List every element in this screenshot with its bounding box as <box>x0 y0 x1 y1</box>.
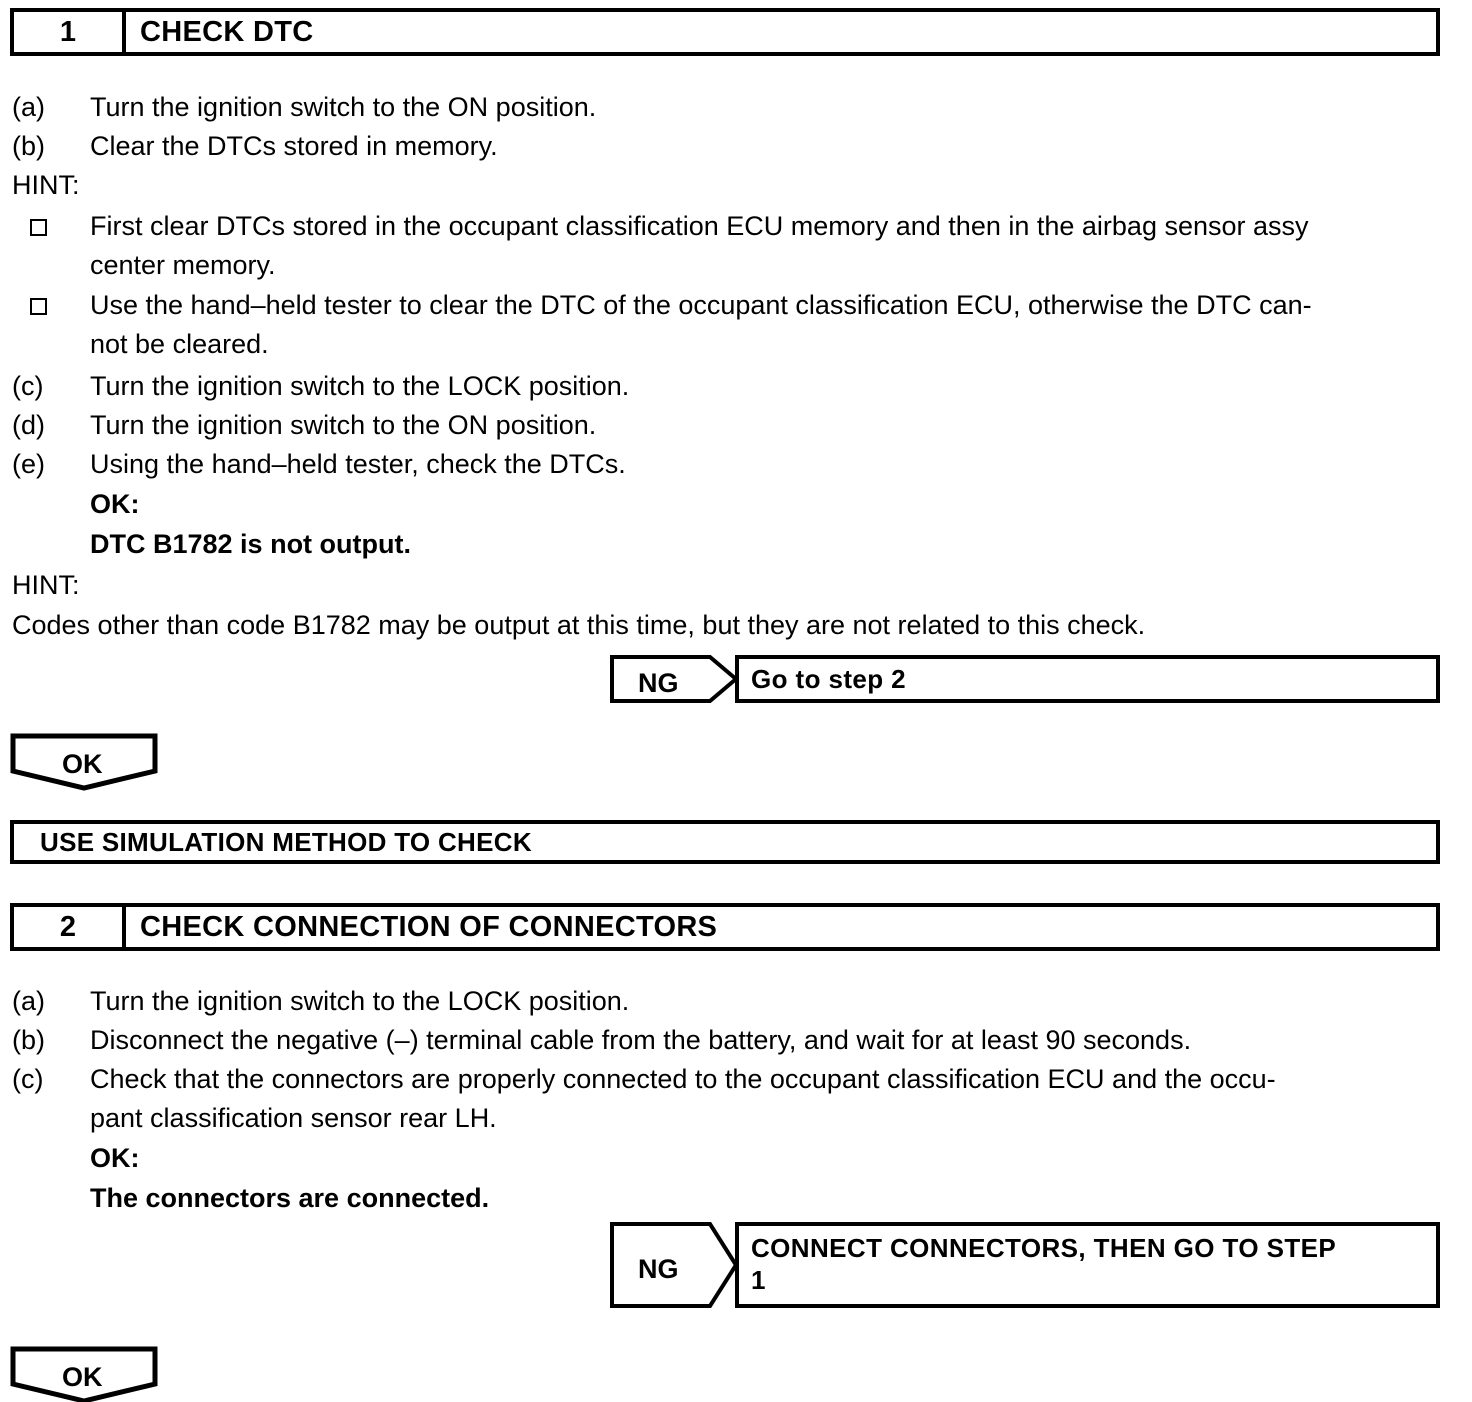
ng-arrow-shape-icon <box>610 1222 738 1308</box>
step-1-item-e-text: Using the hand–held tester, check the DT… <box>90 449 626 479</box>
step-1-item-b-text: Clear the DTCs stored in memory. <box>90 131 498 161</box>
step-1-hint-bullet-2-line-2: not be cleared. <box>90 329 269 359</box>
step-1-header: 1 CHECK DTC <box>10 8 1440 56</box>
step-1-item-c-marker: (c) <box>12 371 44 401</box>
step-1-ng-target-box[interactable]: Go to step 2 <box>735 655 1440 703</box>
step-2-ok-tag: OK <box>10 1346 158 1402</box>
step-1-number: 1 <box>14 12 126 52</box>
step-2-item-c-text: Check that the connectors are properly c… <box>90 1064 1276 1094</box>
step-2-ok-tag-label: OK <box>62 1362 103 1392</box>
ok-banner-shape-icon <box>10 733 158 791</box>
step-2-ok-label: OK: <box>90 1143 140 1173</box>
checkbox-bullet-icon <box>30 298 47 315</box>
step-1-ok-tag-label: OK <box>62 749 103 779</box>
ok-banner-shape-icon <box>10 1346 158 1402</box>
step-1-ng-label: NG <box>638 668 679 698</box>
step-2-item-c-marker: (c) <box>12 1064 44 1094</box>
step-1-title: CHECK DTC <box>140 15 314 48</box>
step-1-item-b-marker: (b) <box>12 131 45 161</box>
step-1-ok-condition: DTC B1782 is not output. <box>90 529 412 559</box>
step-2-ng-target-box[interactable]: CONNECT CONNECTORS, THEN GO TO STEP 1 <box>735 1222 1440 1308</box>
step-2-item-c-text-line-2: pant classification sensor rear LH. <box>90 1103 497 1133</box>
step-1-ng-branch: NG Go to step 2 <box>610 655 1440 703</box>
step-2-header: 2 CHECK CONNECTION OF CONNECTORS <box>10 903 1440 951</box>
step-1-ok-label: OK: <box>90 489 140 519</box>
step-2-number: 2 <box>14 907 126 947</box>
step-2-item-b-text: Disconnect the negative (–) terminal cab… <box>90 1025 1192 1055</box>
step-2-ok-condition: The connectors are connected. <box>90 1183 490 1213</box>
step-1-item-d-text: Turn the ignition switch to the ON posit… <box>90 410 597 440</box>
step-1-item-e-marker: (e) <box>12 449 45 479</box>
step-2-item-a-marker: (a) <box>12 986 45 1016</box>
step-2-item-a-text: Turn the ignition switch to the LOCK pos… <box>90 986 630 1016</box>
step-2-title: CHECK CONNECTION OF CONNECTORS <box>140 910 718 943</box>
step-1-item-d-marker: (d) <box>12 410 45 440</box>
step-1-hint-bullet-1-line-2: center memory. <box>90 250 276 280</box>
step-1-item-a-text: Turn the ignition switch to the ON posit… <box>90 92 597 122</box>
ng-arrow-shape-icon <box>610 655 738 703</box>
step-1-hint-bullet-1-line-1: First clear DTCs stored in the occupant … <box>90 211 1309 241</box>
step-1-item-c-text: Turn the ignition switch to the LOCK pos… <box>90 371 630 401</box>
step-1-hint-bullet-2-line-1: Use the hand–held tester to clear the DT… <box>90 290 1312 320</box>
step-1-item-a-marker: (a) <box>12 92 45 122</box>
checkbox-bullet-icon <box>30 219 47 236</box>
step-1-ok-tag: OK <box>10 733 158 796</box>
step-1-hint-2-label: HINT: <box>12 570 80 600</box>
step-1-hint-1-label: HINT: <box>12 170 80 200</box>
step-2-item-b-marker: (b) <box>12 1025 45 1055</box>
step-2-ng-branch: NG CONNECT CONNECTORS, THEN GO TO STEP 1 <box>610 1222 1440 1308</box>
step-1-hint-2-text: Codes other than code B1782 may be outpu… <box>12 610 1146 640</box>
use-simulation-method-bar[interactable]: USE SIMULATION METHOD TO CHECK <box>10 820 1440 864</box>
step-2-ng-label: NG <box>638 1254 679 1284</box>
